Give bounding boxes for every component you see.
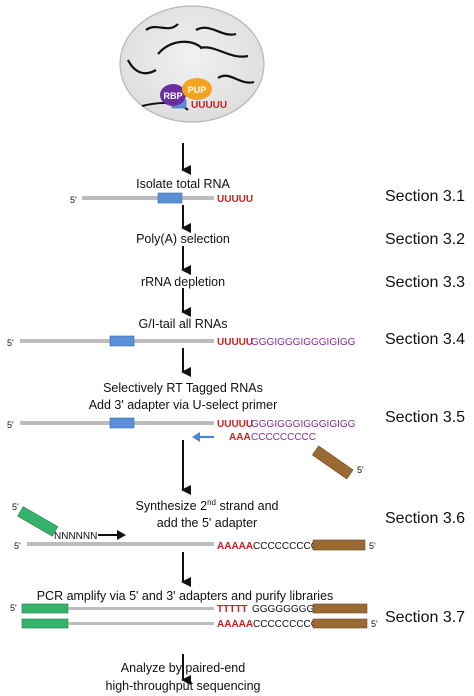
u-tail: UUUUU xyxy=(217,337,253,348)
rna-strand xyxy=(217,74,255,84)
three-prime-adapter-top xyxy=(312,603,368,614)
rna-molecule xyxy=(82,196,214,200)
pup-label: PUP xyxy=(188,85,207,95)
dna-strand-bottom xyxy=(68,622,214,625)
step-isolate-rna: Isolate total RNA 5' UUUUU Section 3.1 xyxy=(70,177,465,205)
u-tail: UUUUU xyxy=(217,419,253,430)
rna-strand xyxy=(127,59,157,75)
step-label-part: Synthesize 2 xyxy=(135,499,207,513)
step-rrna-depletion: rRNA depletion Section 3.3 xyxy=(141,274,465,291)
rna-strand xyxy=(199,46,249,58)
gi-tail: GGGIGGGIGGGIGIGG xyxy=(251,337,356,348)
three-prime-adapter xyxy=(312,539,366,551)
section-label: Section 3.6 xyxy=(385,510,465,527)
step-label-line1: Synthesize 2nd strand and xyxy=(135,498,278,513)
c-run: CCCCCCCCC xyxy=(253,619,318,630)
five-prime-label: 5' xyxy=(14,541,21,551)
section-label: Section 3.5 xyxy=(385,409,465,426)
section-label: Section 3.3 xyxy=(385,274,465,291)
step-label-line2: add the 5' adapter xyxy=(157,516,257,530)
step-label-line2: Add 3' adapter via U-select primer xyxy=(89,398,278,412)
step-label-line2: high-throughput sequencing xyxy=(106,679,261,693)
rna-molecule xyxy=(27,542,214,546)
tagged-region xyxy=(157,192,183,204)
gi-tail: GGGIGGGIGGGIGIGG xyxy=(251,419,356,430)
step-label-line1: Selectively RT Tagged RNAs xyxy=(103,381,263,395)
five-prime-adapter xyxy=(21,603,69,614)
adapter-five-prime-label: 5' xyxy=(357,465,364,475)
primer-c-run: CCCCCCCCC xyxy=(251,432,316,443)
c-run: CCCCCCCCC xyxy=(253,541,318,552)
five-prime-label: 5' xyxy=(70,195,77,205)
tagged-region xyxy=(109,417,135,429)
three-prime-adapter-bottom xyxy=(312,618,368,629)
step-gi-tail: G/I-tail all RNAs 5' UUUUU GGGIGGGIGGGIG… xyxy=(7,317,465,348)
cell-u-tail: UUUUU xyxy=(191,100,227,111)
step-label-part: strand and xyxy=(216,499,279,513)
step-selective-rt: Selectively RT Tagged RNAs Add 3' adapte… xyxy=(7,381,465,480)
step-second-strand: Synthesize 2nd strand and add the 5' ada… xyxy=(12,498,465,552)
aaaaa: AAAAA xyxy=(217,619,253,630)
rbp-protein xyxy=(160,84,186,106)
ttttt: TTTTT xyxy=(217,604,248,615)
section-label: Section 3.4 xyxy=(385,331,465,348)
five-prime-label: 5' xyxy=(7,338,14,348)
step-label: PCR amplify via 5' and 3' adapters and p… xyxy=(37,589,334,603)
step-label-line1: Analyze by paired-end xyxy=(121,661,245,675)
rbp-label: RBP xyxy=(163,91,182,101)
section-label: Section 3.7 xyxy=(385,609,465,626)
step-label: Poly(A) selection xyxy=(136,232,230,246)
primer-aaa: AAA xyxy=(229,432,251,443)
superscript-nd: nd xyxy=(207,498,216,507)
dna-strand-top xyxy=(68,607,214,610)
n-primer: NNNNNN xyxy=(54,531,97,542)
pup-protein xyxy=(182,78,212,100)
adapter-five-prime-label: 5' xyxy=(12,502,19,512)
step-pcr: PCR amplify via 5' and 3' adapters and p… xyxy=(10,589,465,630)
step-label: Isolate total RNA xyxy=(136,177,230,191)
section-label: Section 3.2 xyxy=(385,231,465,248)
step-label: rRNA depletion xyxy=(141,275,225,289)
cell-illustration: RBP PUP UUUUU xyxy=(119,5,265,123)
u-tail: UUUUU xyxy=(217,194,253,205)
extension-arrow xyxy=(98,530,126,540)
step-sequencing: Analyze by paired-end high-throughput se… xyxy=(106,661,261,693)
rna-strand xyxy=(145,23,179,31)
section-label: Section 3.1 xyxy=(385,188,465,205)
rna-strand xyxy=(157,40,203,55)
step-label: G/I-tail all RNAs xyxy=(139,317,228,331)
three-prime-adapter xyxy=(311,445,354,480)
five-prime-adapter xyxy=(17,506,59,537)
aaaaa: AAAAA xyxy=(217,541,253,552)
primer-arrow xyxy=(192,432,214,442)
five-prime-adapter-bottom xyxy=(21,618,69,629)
end-five-prime-label: 5' xyxy=(371,619,378,629)
g-run: GGGGGGGGG xyxy=(252,604,322,615)
step-polya: Poly(A) selection Section 3.2 xyxy=(136,231,465,248)
rna-strand xyxy=(195,26,237,36)
five-prime-label: 5' xyxy=(10,603,17,613)
end-five-prime-label: 5' xyxy=(369,541,376,551)
five-prime-label: 5' xyxy=(7,420,14,430)
tagged-region xyxy=(109,335,135,347)
